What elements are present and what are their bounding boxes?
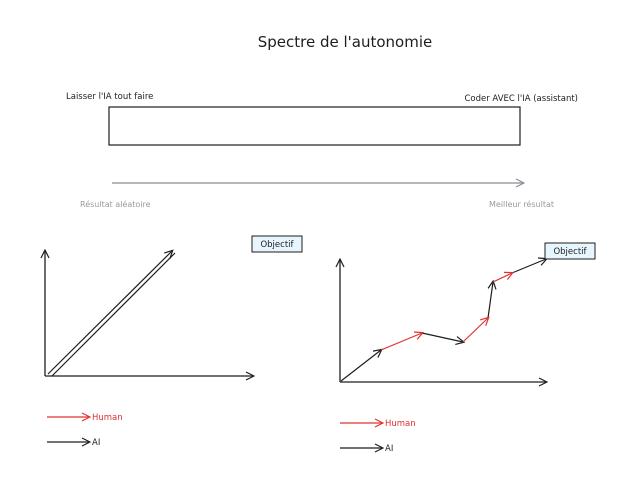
spectrum-bottom-left-label: Résultat aléatoire xyxy=(80,199,151,209)
right-ai-segment-1 xyxy=(340,350,381,382)
right-human-segment-2 xyxy=(462,318,488,343)
spectrum-bottom-right-label: Meilleur résultat xyxy=(489,199,554,209)
spectrum-left-label: Laisser l'IA tout faire xyxy=(66,92,153,102)
right-legend-human-label: Human xyxy=(385,419,416,429)
right-ai-segment-3 xyxy=(487,282,493,319)
right-chart: Objectif Human AI xyxy=(340,242,596,454)
right-ai-segment-2 xyxy=(421,332,463,342)
spectrum-bar xyxy=(108,106,521,146)
left-chart: Objectif Human AI xyxy=(45,235,303,448)
left-ai-path-double xyxy=(51,252,176,377)
right-ai-segment-4 xyxy=(511,259,546,274)
right-legend-ai-label: AI xyxy=(385,444,393,454)
right-objective-box xyxy=(544,242,596,260)
left-objective-label: Objectif xyxy=(260,240,294,250)
left-objective-box xyxy=(251,235,303,253)
spectrum-right-label: Coder AVEC l'IA (assistant) xyxy=(464,94,578,104)
left-legend-human-label: Human xyxy=(92,413,123,423)
left-ai-path xyxy=(47,251,172,375)
right-human-segment-3 xyxy=(492,273,512,283)
right-human-segment-1 xyxy=(380,333,422,351)
right-objective-label: Objectif xyxy=(553,247,587,257)
diagram-title: Spectre de l'autonomie xyxy=(258,33,433,51)
left-legend-ai-label: AI xyxy=(92,438,100,448)
